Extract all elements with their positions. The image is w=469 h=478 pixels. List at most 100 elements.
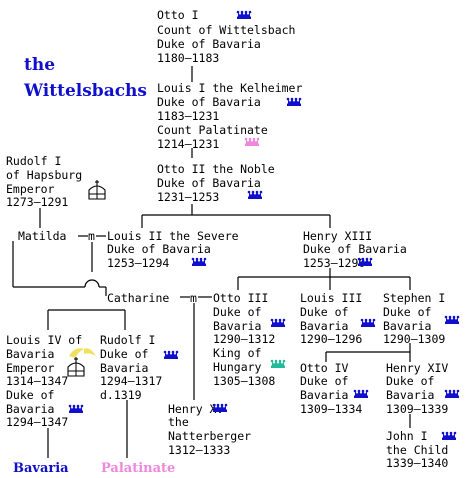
person-otto-ii: Otto II the Noble Duke of Bavaria 1231–1…	[157, 162, 275, 204]
svg-text:Bavaria: Bavaria	[213, 319, 261, 333]
svg-text:Bavaria: Bavaria	[6, 347, 54, 361]
svg-text:1253–1294: 1253–1294	[107, 256, 169, 270]
svg-text:1290–1312: 1290–1312	[213, 332, 275, 346]
laurel-wreath-icon	[69, 348, 96, 358]
svg-text:Duke of Bavaria: Duke of Bavaria	[303, 242, 407, 256]
bavaria-crown-icon	[68, 404, 84, 413]
svg-text:Henry XIII: Henry XIII	[303, 229, 372, 243]
bavaria-crown-icon	[236, 10, 252, 19]
svg-text:Natterberger: Natterberger	[168, 429, 251, 443]
person-john-i: John I the Child 1339–1340	[386, 429, 457, 470]
svg-text:1183–1231: 1183–1231	[157, 109, 219, 123]
marriage-symbol: m	[88, 229, 95, 243]
svg-text:Emperor: Emperor	[6, 361, 55, 375]
svg-text:1180–1183: 1180–1183	[157, 51, 219, 65]
svg-text:Duke of Bavaria: Duke of Bavaria	[157, 176, 261, 190]
svg-text:the Child: the Child	[386, 443, 448, 457]
tree-lines	[12, 66, 411, 458]
svg-text:Duke of: Duke of	[213, 305, 261, 319]
svg-text:Louis III: Louis III	[300, 291, 362, 305]
svg-text:1294–1317: 1294–1317	[100, 374, 162, 388]
imperial-crown-icon	[67, 356, 85, 377]
bavaria-crown-icon	[270, 318, 286, 327]
svg-text:Duke of: Duke of	[300, 305, 348, 319]
title-wittelsbachs: Wittelsbachs	[23, 81, 147, 101]
svg-text:Bavaria: Bavaria	[383, 319, 431, 333]
svg-text:Duke of: Duke of	[6, 388, 54, 402]
svg-text:1339–1340: 1339–1340	[386, 456, 448, 470]
svg-text:1294–1347: 1294–1347	[6, 415, 68, 429]
svg-text:Bavaria: Bavaria	[300, 388, 348, 402]
svg-text:d.1319: d.1319	[100, 388, 142, 402]
person-otto-iv: Otto IV Duke of Bavaria 1309–1334	[300, 361, 369, 416]
bavaria-crown-icon	[444, 389, 460, 398]
person-rudolf-i-duke: Rudolf I Duke of Bavaria 1294–1317 d.131…	[100, 333, 179, 402]
svg-text:the: the	[168, 415, 189, 429]
svg-text:1309–1334: 1309–1334	[300, 402, 362, 416]
louis-ii-name: Louis II the Severe	[107, 229, 239, 243]
bavaria-crown-icon	[191, 257, 207, 266]
svg-text:Stephen I: Stephen I	[383, 291, 445, 305]
person-rudolf-hapsburg: Rudolf I of Hapsburg Emperor 1273–1291	[6, 154, 106, 209]
svg-text:1290–1309: 1290–1309	[383, 332, 445, 346]
svg-text:1290–1296: 1290–1296	[300, 332, 362, 346]
svg-text:Rudolf I: Rudolf I	[100, 333, 155, 347]
svg-text:Bavaria: Bavaria	[100, 361, 148, 375]
svg-text:Louis IV of: Louis IV of	[6, 333, 82, 347]
matilda-name: Matilda	[18, 229, 66, 243]
svg-text:1231–1253: 1231–1253	[157, 190, 219, 204]
svg-text:Duke of: Duke of	[383, 305, 431, 319]
bavaria-crown-icon	[441, 431, 457, 440]
svg-text:1305–1308: 1305–1308	[213, 374, 275, 388]
svg-text:John I: John I	[386, 429, 428, 443]
svg-text:Otto IV: Otto IV	[300, 361, 349, 375]
svg-text:Count of Wittelsbach: Count of Wittelsbach	[157, 23, 295, 37]
svg-text:Duke of: Duke of	[100, 347, 148, 361]
svg-text:1314–1347: 1314–1347	[6, 374, 68, 388]
couple-catharine-otto-iii: Catharine m Otto III Duke of Bavaria 129…	[107, 291, 286, 388]
svg-text:Emperor: Emperor	[6, 182, 55, 196]
svg-text:Duke of: Duke of	[300, 374, 348, 388]
person-louis-iii: Louis III Duke of Bavaria 1290–1296	[300, 291, 376, 346]
person-henry-xiii: Henry XIII Duke of Bavaria 1253–1290	[303, 229, 407, 270]
person-louis-i: Louis I the Kelheimer Duke of Bavaria 11…	[157, 81, 302, 151]
bavaria-crown-icon	[360, 318, 376, 327]
person-louis-iv: Louis IV of Bavaria Emperor 1314–1347 Du…	[6, 333, 96, 429]
svg-text:1214–1231: 1214–1231	[157, 137, 219, 151]
person-henry-xiv: Henry XIV Duke of Bavaria 1309–1339	[386, 361, 460, 416]
svg-text:1273–1291: 1273–1291	[6, 195, 68, 209]
svg-text:Bavaria: Bavaria	[386, 388, 434, 402]
svg-text:Otto III: Otto III	[213, 291, 268, 305]
svg-text:Otto II the Noble: Otto II the Noble	[157, 162, 275, 176]
hungary-crown-icon	[270, 359, 286, 368]
person-otto-i: Otto I Count of Wittelsbach Duke of Bava…	[157, 8, 295, 65]
person-henry-xv: Henry XV the Natterberger 1312–1333	[168, 402, 251, 457]
couple-matilda-louis-ii: Matilda m Louis II the Severe Duke of Ba…	[18, 229, 239, 270]
svg-text:Count Palatinate: Count Palatinate	[157, 123, 268, 137]
bavaria-crown-icon	[247, 190, 263, 199]
person-stephen-i: Stephen I Duke of Bavaria 1290–1309	[383, 291, 460, 346]
svg-text:Otto I: Otto I	[157, 8, 199, 22]
bavaria-crown-icon	[353, 389, 369, 398]
svg-text:Henry XV: Henry XV	[168, 402, 223, 416]
bavaria-crown-icon	[444, 315, 460, 324]
svg-text:King of: King of	[213, 346, 261, 360]
svg-text:Louis I the Kelheimer: Louis I the Kelheimer	[157, 81, 302, 95]
bavaria-line-label: Bavaria	[13, 461, 69, 476]
svg-text:Duke of: Duke of	[386, 374, 434, 388]
svg-text:Bavaria: Bavaria	[6, 402, 54, 416]
svg-text:Duke of Bavaria: Duke of Bavaria	[157, 37, 261, 51]
bavaria-crown-icon	[286, 97, 302, 106]
svg-text:Duke of Bavaria: Duke of Bavaria	[107, 242, 211, 256]
svg-text:Duke of Bavaria: Duke of Bavaria	[157, 95, 261, 109]
svg-text:Hungary: Hungary	[213, 360, 262, 374]
marriage-symbol: m	[190, 291, 197, 305]
svg-text:of Hapsburg: of Hapsburg	[6, 168, 82, 182]
svg-text:Rudolf I: Rudolf I	[6, 154, 61, 168]
svg-text:1253–1290: 1253–1290	[303, 256, 365, 270]
svg-text:Bavaria: Bavaria	[300, 319, 348, 333]
palatinate-crown-icon	[244, 137, 260, 146]
svg-text:Henry XIV: Henry XIV	[386, 361, 448, 375]
palatinate-line-label: Palatinate	[101, 461, 175, 476]
